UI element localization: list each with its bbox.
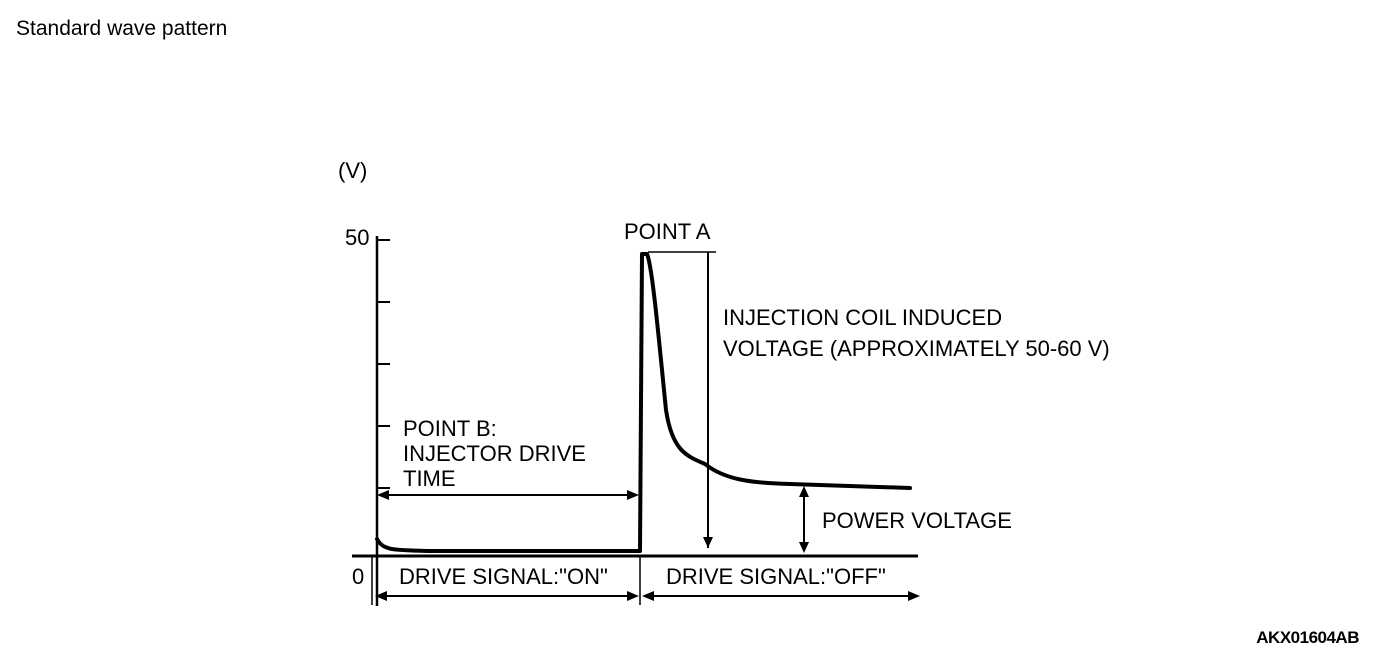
point-b-label-line3: TIME [403, 466, 456, 491]
point-b-label-line1: POINT B: [403, 416, 497, 441]
point-b-label-line2: INJECTOR DRIVE [403, 441, 586, 466]
y-axis-ticks [377, 239, 390, 489]
drive-signal-off-label: DRIVE SIGNAL:"OFF" [666, 564, 886, 589]
page-title: Standard wave pattern [16, 17, 228, 40]
coil-voltage-label-line1: INJECTION COIL INDUCED [723, 305, 1002, 330]
coil-voltage-label-line2: VOLTAGE (APPROXIMATELY 50-60 V) [723, 336, 1110, 361]
point-a-label: POINT A [624, 219, 711, 244]
injector-drive-time-arrow [377, 490, 639, 500]
figure-id: AKX01604AB [1256, 628, 1359, 647]
voltage-waveform [375, 252, 912, 553]
drive-signal-dividers [371, 556, 641, 605]
induced-voltage-arrow [703, 252, 713, 548]
drive-signal-on-arrow [375, 591, 639, 601]
drive-signal-on-label: DRIVE SIGNAL:"ON" [399, 564, 608, 589]
drive-signal-off-arrow [642, 591, 920, 601]
power-voltage-label: POWER VOLTAGE [822, 508, 1012, 533]
y-axis-unit-label: (V) [338, 158, 367, 183]
power-voltage-arrow [799, 486, 809, 553]
origin-label: 0 [352, 564, 364, 589]
y-tick-50-label: 50 [345, 225, 369, 250]
